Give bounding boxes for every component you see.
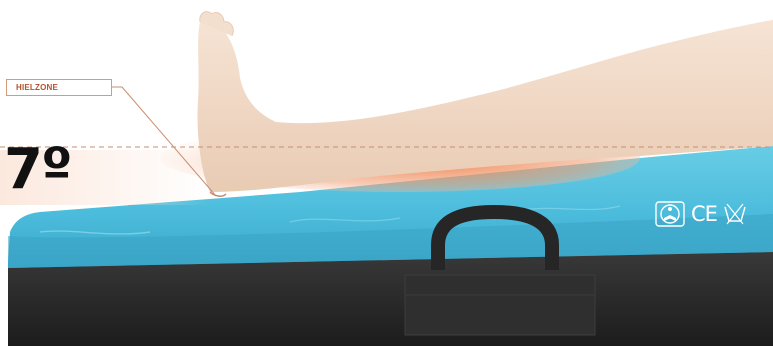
product-marks: CE — [655, 200, 773, 228]
mattress-pocket — [405, 275, 595, 335]
ce-mark-icon: CE — [691, 203, 717, 225]
heel-zone-label: HIELZONE — [6, 79, 112, 96]
read-instructions-icon — [655, 201, 685, 227]
angle-label: 7º — [4, 140, 71, 200]
washing-symbol-icon — [723, 201, 747, 227]
